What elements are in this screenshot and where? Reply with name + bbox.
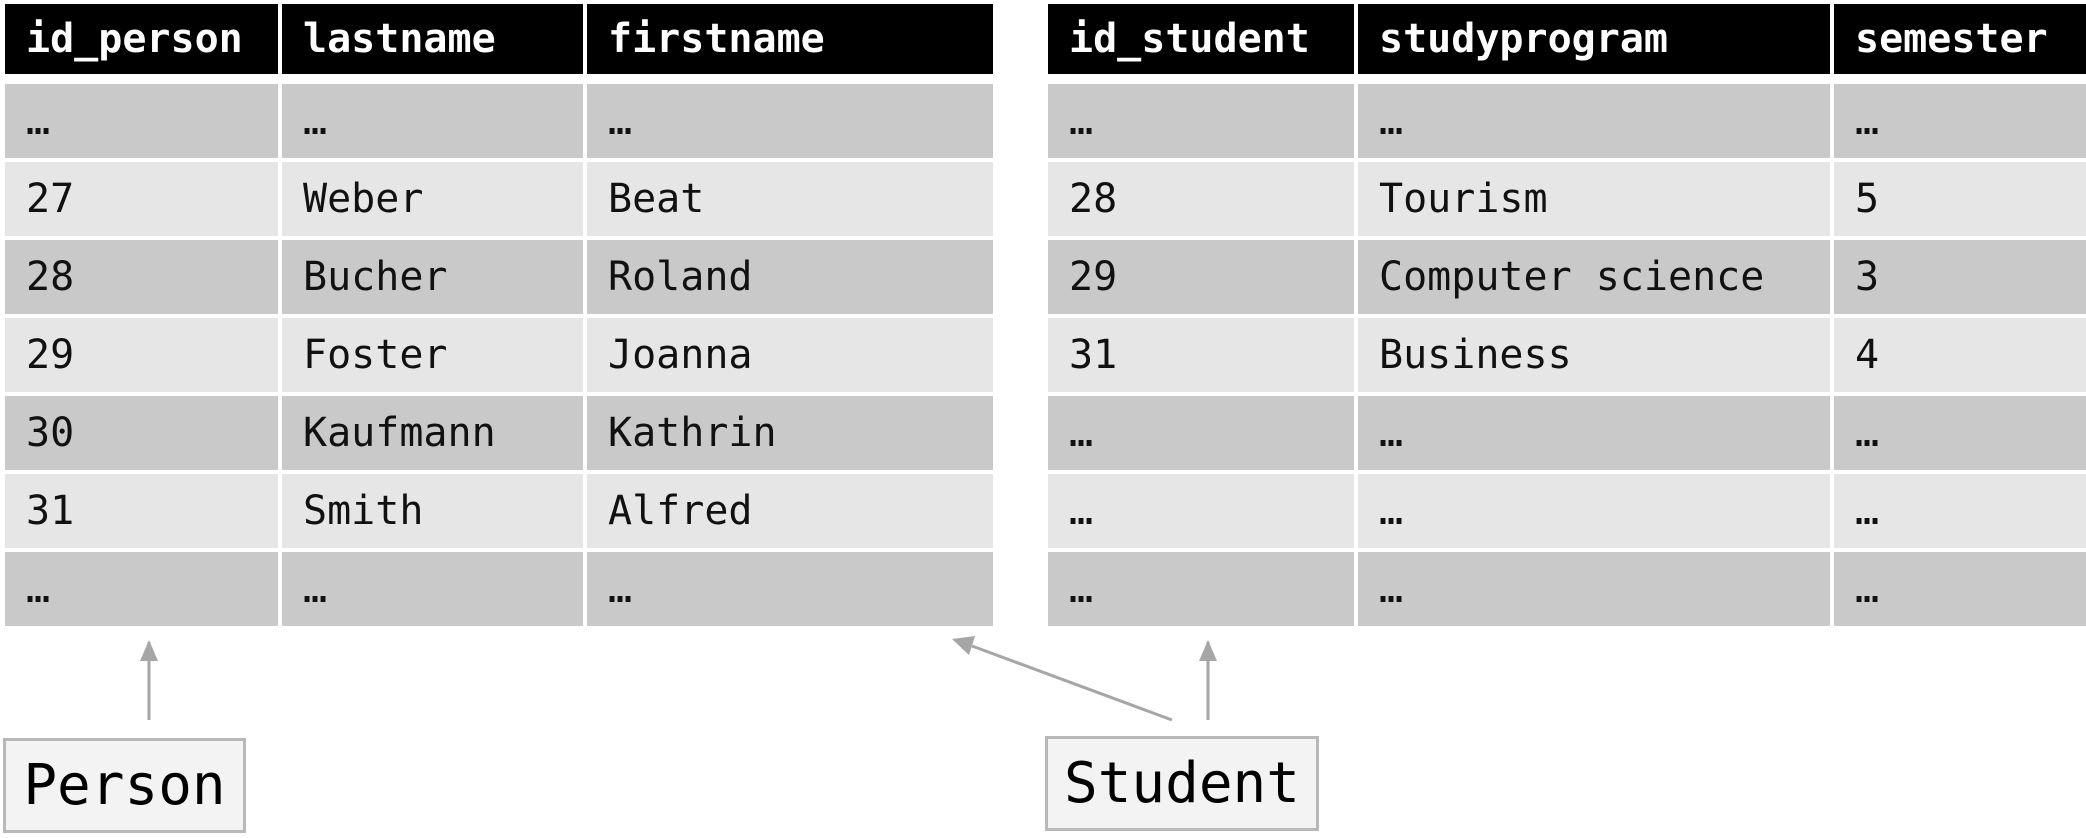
table-row: 31 Business 4 [1048, 318, 2086, 392]
student-col-id: id_student [1048, 4, 1354, 74]
table-row: … … … [1048, 474, 2086, 548]
table-row: 28 Tourism 5 [1048, 162, 2086, 236]
person-table: id_person lastname firstname … … … 27 We… [1, 0, 997, 630]
table-cell: … [587, 84, 993, 158]
student-header-row: id_student studyprogram semester [1048, 4, 2086, 74]
student-table: id_student studyprogram semester … … … 2… [1044, 0, 2086, 630]
table-cell: … [1358, 84, 1830, 158]
person-entity-label: Person [3, 738, 246, 833]
table-cell: Roland [587, 240, 993, 314]
table-cell: Weber [282, 162, 583, 236]
student-entity-label: Student [1045, 736, 1319, 831]
table-row: … … … [1048, 552, 2086, 626]
table-row: … … … [5, 552, 993, 626]
table-cell: … [587, 552, 993, 626]
table-cell: Computer science [1358, 240, 1830, 314]
table-row: 28 Bucher Roland [5, 240, 993, 314]
table-row: 29 Computer science 3 [1048, 240, 2086, 314]
table-row: 29 Foster Joanna [5, 318, 993, 392]
table-cell: Smith [282, 474, 583, 548]
table-cell: … [1358, 552, 1830, 626]
person-col-firstname: firstname [587, 4, 993, 74]
table-cell: 31 [5, 474, 278, 548]
table-row: 31 Smith Alfred [5, 474, 993, 548]
table-cell: … [5, 84, 278, 158]
table-cell: Business [1358, 318, 1830, 392]
student-to-table-arrowhead [1199, 640, 1217, 661]
table-cell: … [282, 552, 583, 626]
table-cell: Beat [587, 162, 993, 236]
table-cell: Kathrin [587, 396, 993, 470]
table-cell: 30 [5, 396, 278, 470]
table-cell: 4 [1834, 318, 2086, 392]
table-cell: 27 [5, 162, 278, 236]
table-cell: … [1834, 84, 2086, 158]
table-cell: … [5, 552, 278, 626]
table-cell: … [1048, 474, 1354, 548]
table-cell: Bucher [282, 240, 583, 314]
table-cell: … [1358, 396, 1830, 470]
student-to-person-arrowhead [952, 636, 975, 655]
table-cell: … [1048, 396, 1354, 470]
table-row: 30 Kaufmann Kathrin [5, 396, 993, 470]
table-cell: Joanna [587, 318, 993, 392]
table-cell: … [1358, 474, 1830, 548]
person-to-table-arrowhead [140, 640, 158, 661]
student-col-semester: semester [1834, 4, 2086, 74]
table-row: … … … [1048, 84, 2086, 158]
student-to-person-arrow [971, 644, 1173, 722]
table-cell: 29 [1048, 240, 1354, 314]
table-cell: 28 [1048, 162, 1354, 236]
person-col-id: id_person [5, 4, 278, 74]
table-cell: … [1834, 396, 2086, 470]
table-cell: … [1834, 552, 2086, 626]
table-cell: … [1048, 84, 1354, 158]
table-cell: Foster [282, 318, 583, 392]
table-cell: 29 [5, 318, 278, 392]
table-row: 27 Weber Beat [5, 162, 993, 236]
person-header-row: id_person lastname firstname [5, 4, 993, 74]
table-cell: … [282, 84, 583, 158]
table-cell: 28 [5, 240, 278, 314]
table-cell: 3 [1834, 240, 2086, 314]
student-col-studyprogram: studyprogram [1358, 4, 1830, 74]
person-col-lastname: lastname [282, 4, 583, 74]
table-cell: … [1834, 474, 2086, 548]
table-cell: 5 [1834, 162, 2086, 236]
table-cell: Alfred [587, 474, 993, 548]
table-cell: 31 [1048, 318, 1354, 392]
table-cell: Kaufmann [282, 396, 583, 470]
table-row: … … … [1048, 396, 2086, 470]
table-cell: … [1048, 552, 1354, 626]
table-cell: Tourism [1358, 162, 1830, 236]
table-row: … … … [5, 84, 993, 158]
